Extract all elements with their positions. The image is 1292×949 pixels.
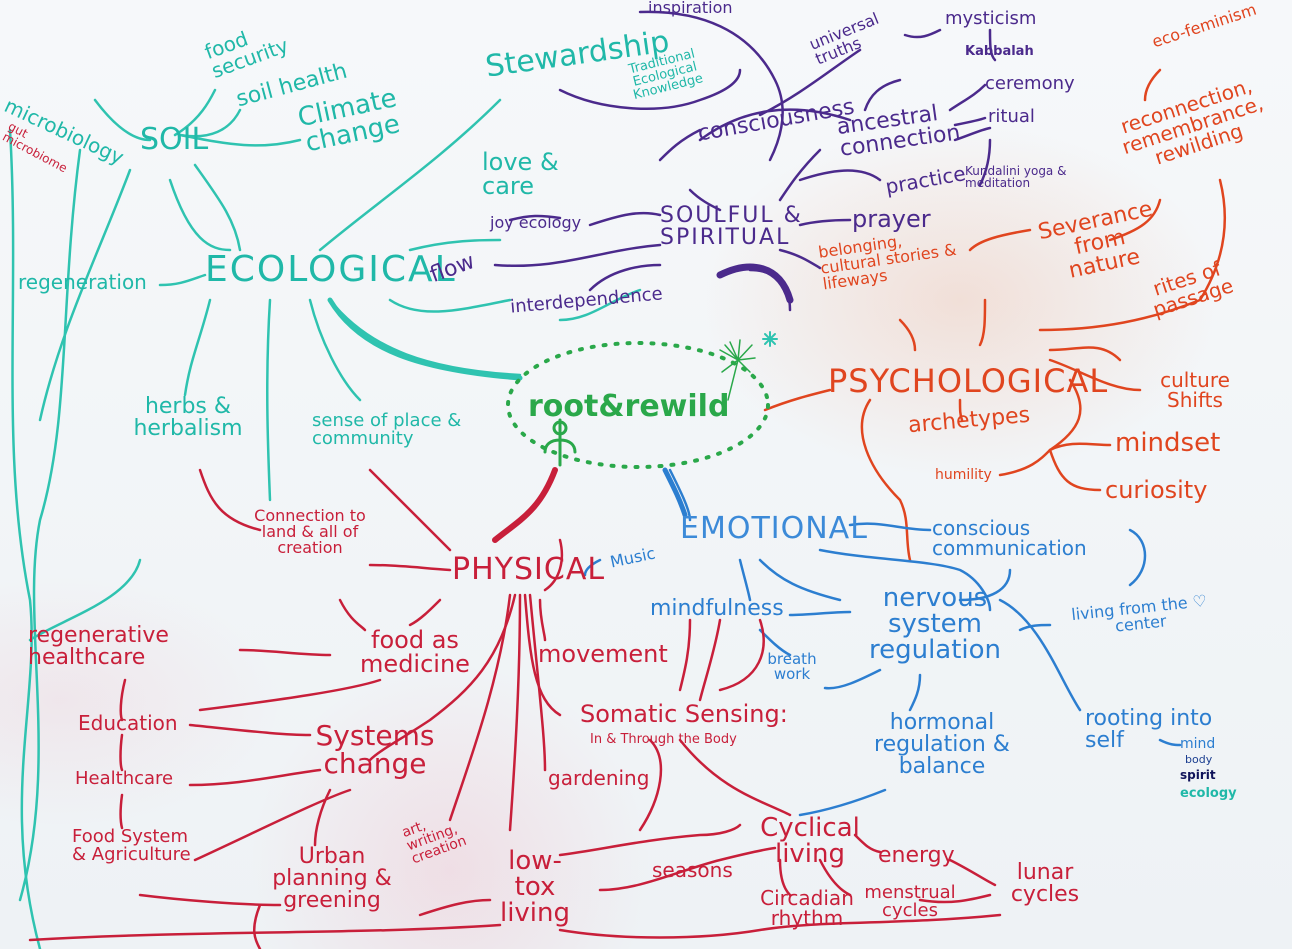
node-menstrual: menstrual cycles — [850, 884, 970, 920]
node-breath-work: breath work — [752, 652, 832, 682]
node-mindset: mindset — [1115, 430, 1220, 456]
node-seasons: seasons — [652, 860, 733, 880]
node-sense-place: sense of place & community — [312, 412, 492, 448]
node-regenerative-healthcare: regenerative healthcare — [28, 625, 218, 669]
node-love-care: love & care — [482, 150, 562, 198]
node-culture-shifts: culture Shifts — [1140, 370, 1250, 410]
node-circadian: Circadian rhythm — [752, 888, 862, 928]
hub-psychological: PSYCHOLOGICAL — [828, 365, 1108, 397]
node-cyclical: Cyclical living — [745, 815, 875, 867]
node-gardening: gardening — [548, 768, 649, 788]
node-soil: SOIL — [140, 125, 208, 155]
hub-emotional: EMOTIONAL — [680, 514, 868, 544]
node-urban: Urban planning & greening — [272, 846, 392, 912]
node-ecology: ecology — [1180, 787, 1237, 800]
node-lunar: lunar cycles — [1000, 862, 1090, 906]
node-kabbalah: Kabbalah — [965, 45, 1034, 58]
node-kundalini: Kundalini yoga & meditation — [965, 165, 1095, 189]
node-mindfulness: mindfulness — [650, 598, 784, 620]
node-hormonal: hormonal regulation & balance — [872, 712, 1012, 778]
node-regeneration: regeneration — [18, 272, 147, 292]
node-food-system: Food System & Agriculture — [72, 828, 192, 864]
node-body: body — [1185, 754, 1212, 765]
node-conscious-communication: conscious communication — [932, 518, 1142, 558]
node-rooting: rooting into self — [1085, 708, 1245, 752]
node-healthcare: Healthcare — [75, 770, 173, 788]
hub-spiritual: SOULFUL & SPIRITUAL — [660, 205, 810, 249]
center-title: root&rewild — [528, 392, 729, 422]
node-herbs: herbs & herbalism — [118, 396, 258, 440]
node-ritual: ritual — [988, 108, 1035, 126]
node-prayer: prayer — [852, 207, 931, 231]
node-education: Education — [78, 713, 178, 733]
node-inspiration: inspiration — [648, 0, 733, 16]
node-somatic: Somatic Sensing: — [580, 702, 788, 726]
node-ceremony: ceremony — [985, 75, 1075, 93]
node-connection-land: Connection to land & all of creation — [235, 508, 385, 556]
node-mysticism: mysticism — [945, 10, 1036, 28]
node-spirit: spirit — [1180, 769, 1216, 781]
node-movement: movement — [538, 642, 668, 666]
node-humility: humility — [935, 468, 992, 482]
node-systems-change: Systems change — [300, 722, 450, 778]
node-somatic-sub: In & Through the Body — [590, 733, 737, 746]
node-food-medicine: food as medicine — [345, 628, 485, 676]
node-mind: mind — [1180, 737, 1215, 751]
sprout-icon — [545, 420, 575, 465]
node-joy-ecology: joy ecology — [490, 215, 581, 231]
node-low-tox: low-tox living — [490, 848, 580, 926]
hub-physical: PHYSICAL — [452, 555, 605, 585]
node-energy: energy — [878, 845, 955, 867]
hub-ecological: ECOLOGICAL — [205, 252, 457, 288]
node-nervous-system: nervous system regulation — [840, 585, 1030, 663]
node-curiosity: curiosity — [1105, 478, 1207, 502]
